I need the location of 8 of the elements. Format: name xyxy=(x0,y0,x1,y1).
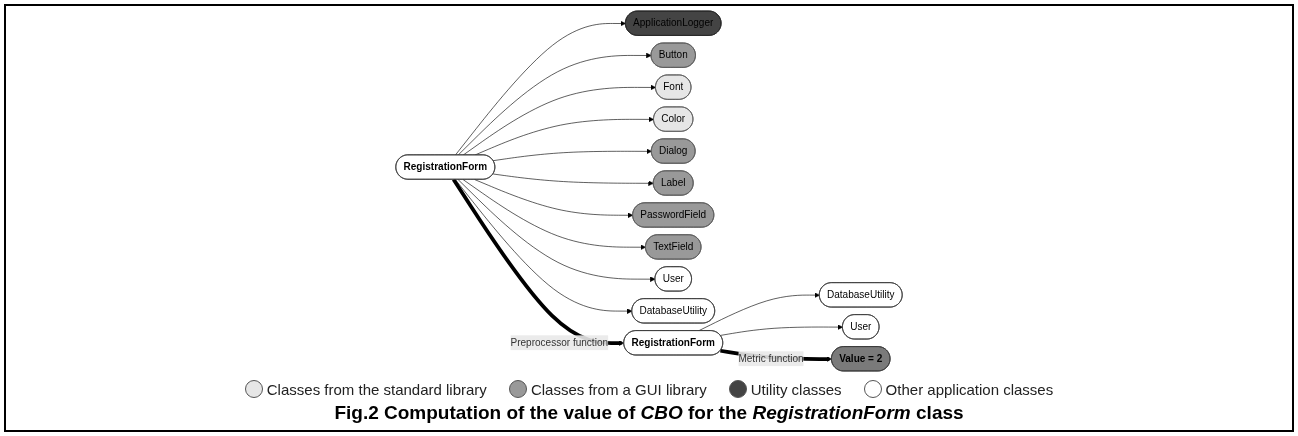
legend-label: Classes from the standard library xyxy=(266,380,487,398)
legend-label: Other application classes xyxy=(885,380,1054,398)
arrow xyxy=(452,178,625,346)
legend-label: Classes from a GUI library xyxy=(530,380,707,398)
figure-caption: Fig.2 Computation of the value of CBO for the RegistrationForm class xyxy=(334,402,964,424)
edge-label: Metric function xyxy=(738,353,804,364)
legend-label: Utility classes xyxy=(750,380,842,398)
edge-label: Preprocessor function xyxy=(510,337,609,348)
